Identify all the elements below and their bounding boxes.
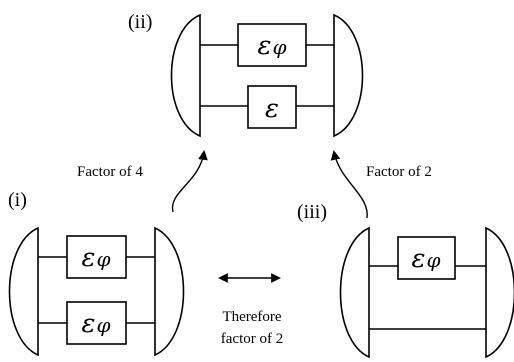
panel-i-input-state: [8, 226, 39, 357]
panel-ii: (ii) εφ ε: [128, 11, 364, 138]
caption-therefore-line2: factor of 2: [221, 331, 283, 347]
phi-subscript: φ: [96, 247, 110, 271]
epsilon-symbol: ε: [82, 309, 96, 339]
svg-text:εφ: εφ: [258, 31, 287, 61]
phi-subscript: φ: [96, 313, 110, 337]
svg-text:εφ: εφ: [412, 244, 441, 274]
epsilon-symbol: ε: [258, 31, 272, 61]
epsilon-symbol: ε: [265, 94, 279, 124]
phi-subscript: φ: [272, 35, 286, 59]
panel-iii: (iii) εφ: [297, 201, 514, 359]
svg-text:εφ: εφ: [82, 243, 111, 273]
panel-ii-input-state: [170, 13, 201, 138]
epsilon-symbol: ε: [412, 244, 426, 274]
phi-subscript: φ: [426, 248, 440, 272]
panel-i-measurement: [154, 226, 185, 357]
panel-iii-label: (iii): [297, 201, 327, 223]
panel-ii-channel: ε: [247, 85, 297, 129]
panel-i-channel-phi-bottom: εφ: [66, 301, 127, 345]
panel-i: (i) εφ εφ: [8, 189, 185, 357]
panel-ii-measurement: [333, 13, 364, 138]
panel-i-label: (i): [8, 189, 27, 211]
panel-iii-measurement: [485, 226, 514, 359]
panel-ii-channel-phi: εφ: [237, 23, 307, 67]
arrow-i-to-ii: [171, 150, 208, 213]
panel-i-channel-phi-top: εφ: [66, 235, 127, 279]
caption-therefore-line1: Therefore: [222, 309, 281, 325]
transition-annotations: Factor of 4 Factor of 2 Therefore factor…: [77, 150, 432, 347]
panel-iii-input-state: [339, 226, 370, 359]
arrow-iii-to-ii: [330, 150, 368, 219]
caption-factor-left: Factor of 4: [77, 164, 143, 180]
svg-text:εφ: εφ: [82, 309, 111, 339]
caption-factor-right: Factor of 2: [366, 164, 432, 180]
panel-iii-channel-phi: εφ: [397, 236, 456, 280]
panel-ii-label: (ii): [128, 11, 152, 33]
epsilon-symbol: ε: [82, 243, 96, 273]
